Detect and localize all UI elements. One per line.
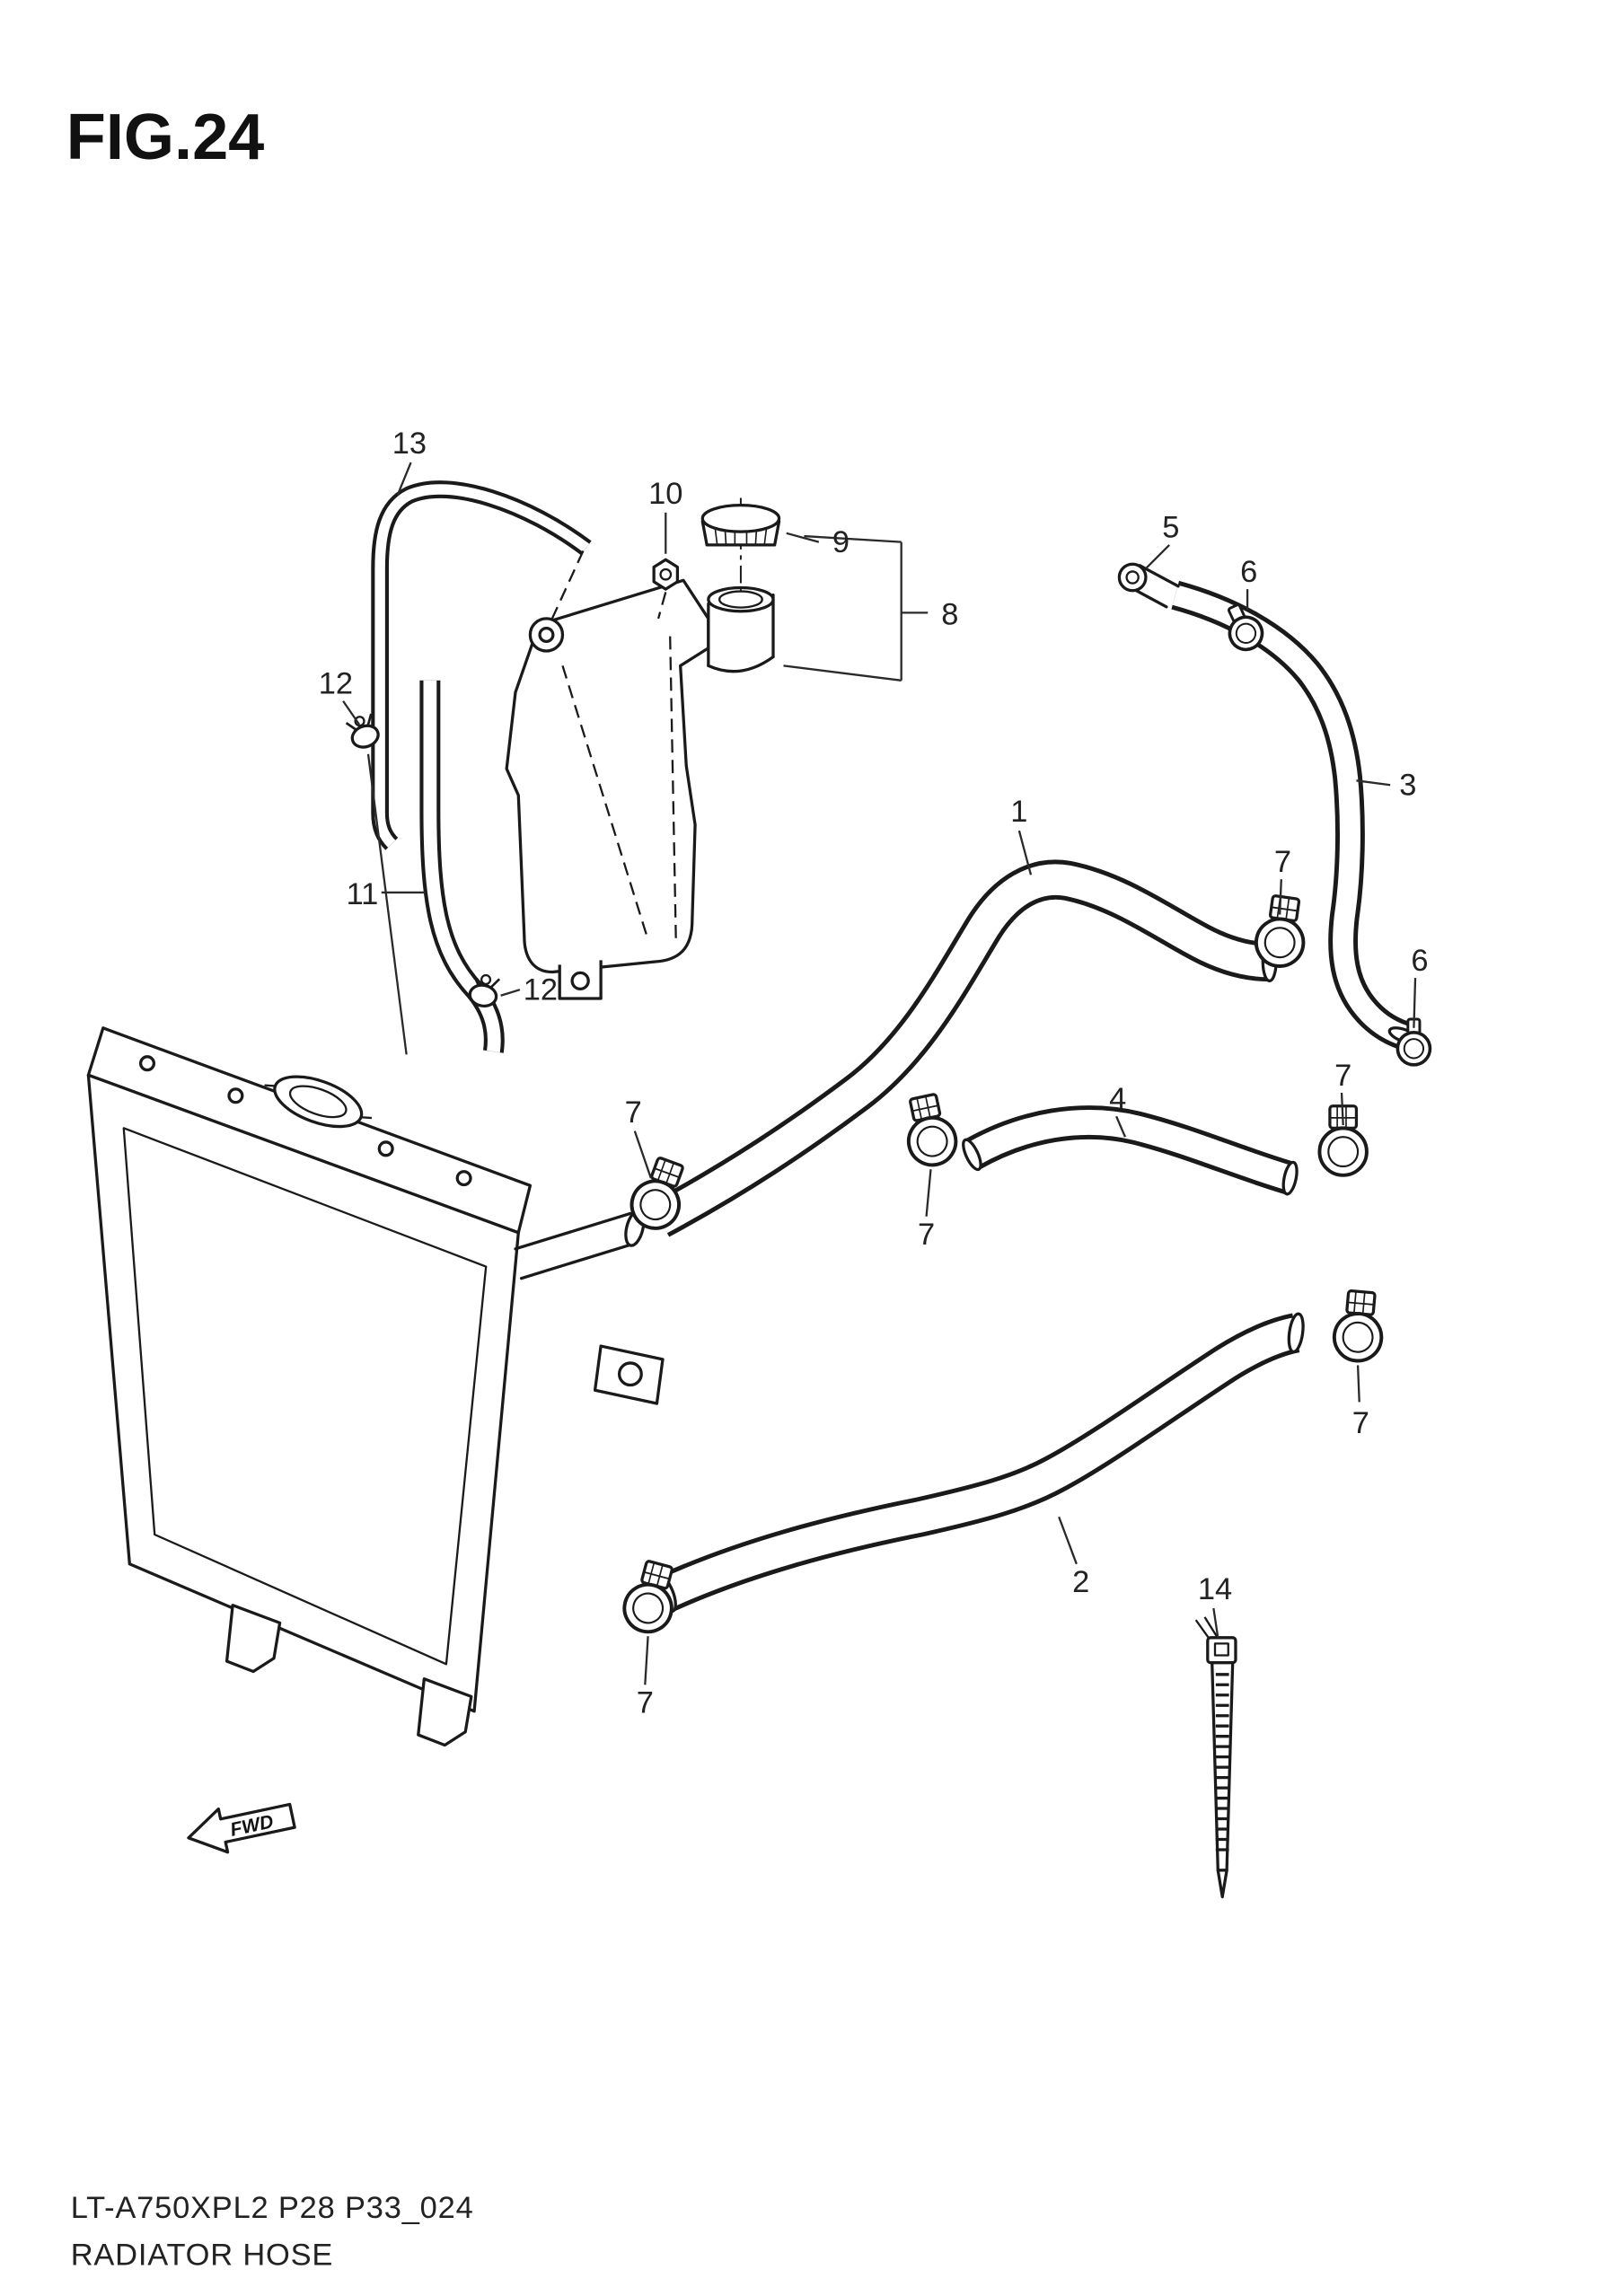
hose2-open-end2 bbox=[1287, 1312, 1305, 1354]
tank-cap bbox=[700, 504, 781, 547]
hose-clamp bbox=[1251, 892, 1312, 972]
callout-13: 13 bbox=[392, 427, 427, 461]
hose-clamp bbox=[897, 1089, 963, 1172]
radiator-bracket bbox=[593, 1344, 665, 1405]
tank-mount-hole bbox=[538, 626, 555, 643]
callout-10: 10 bbox=[648, 477, 682, 511]
footer-code: LT-A750XPL2 P28 P33_024 bbox=[71, 2191, 474, 2225]
radiator-hose-1 bbox=[650, 859, 1278, 1237]
radiator-outlet-stub bbox=[514, 1210, 646, 1280]
water-hose-3 bbox=[1171, 580, 1420, 1050]
hose13-fit-line bbox=[550, 550, 585, 622]
tank-filler-neck bbox=[707, 585, 775, 673]
tank-bottom-tab bbox=[558, 960, 603, 1000]
callout-12: 12 bbox=[319, 667, 353, 701]
leader-lines bbox=[342, 462, 1417, 1685]
reservoir-tank bbox=[505, 497, 775, 1000]
tank-hidden-line-1 bbox=[561, 665, 649, 940]
callout-5: 5 bbox=[1162, 511, 1179, 545]
radiator-core-border bbox=[122, 1127, 488, 1666]
radiator bbox=[86, 1026, 665, 1747]
radiator-cap bbox=[264, 1075, 373, 1129]
hose4-open-end2 bbox=[1281, 1160, 1299, 1196]
callout-7b: 7 bbox=[625, 1095, 642, 1130]
callout-7d: 7 bbox=[1334, 1059, 1351, 1093]
figure-title: FIG.24 bbox=[66, 101, 265, 173]
fwd-arrow: FWD bbox=[187, 1802, 296, 1854]
tank-hidden-line-2 bbox=[669, 636, 677, 943]
callout-3: 3 bbox=[1399, 769, 1416, 803]
callout-11: 11 bbox=[347, 877, 379, 911]
callout-9: 9 bbox=[832, 525, 850, 559]
callout-labels: 1 2 3 4 5 6 6 7 7 7 7 7 7 8 9 10 11 12 1… bbox=[319, 427, 1429, 1720]
callout-7f: 7 bbox=[637, 1685, 654, 1720]
overflow-hose-13 bbox=[371, 480, 592, 850]
callout-7c: 7 bbox=[918, 1218, 935, 1252]
bolt bbox=[652, 558, 680, 620]
callout-2: 2 bbox=[1072, 1565, 1089, 1599]
callout-14: 14 bbox=[1198, 1572, 1232, 1606]
clip12-route-line bbox=[366, 753, 408, 1055]
reservoir-hose-11 bbox=[419, 680, 505, 1053]
callout-8: 8 bbox=[941, 597, 958, 631]
callout-6b: 6 bbox=[1411, 944, 1428, 978]
callout-1: 1 bbox=[1010, 795, 1027, 829]
radiator-top-bosses bbox=[138, 1055, 472, 1187]
pipe-joint-5 bbox=[1117, 562, 1180, 609]
radiator-lower-tabs bbox=[225, 1604, 473, 1747]
callout-12b: 12 bbox=[524, 973, 558, 1007]
callout-7e: 7 bbox=[1352, 1406, 1369, 1440]
callout-7: 7 bbox=[1274, 845, 1291, 879]
hose-clamp bbox=[1330, 1288, 1387, 1365]
tank-body bbox=[505, 578, 710, 974]
callout-4: 4 bbox=[1109, 1082, 1126, 1116]
hose4-open-end bbox=[962, 1138, 982, 1172]
bypass-hose-4 bbox=[962, 1105, 1299, 1196]
footer-title: RADIATOR HOSE bbox=[71, 2238, 333, 2272]
radiator-hose-2 bbox=[654, 1312, 1305, 1614]
cable-tie bbox=[1194, 1616, 1237, 1899]
callout-6: 6 bbox=[1240, 555, 1257, 589]
